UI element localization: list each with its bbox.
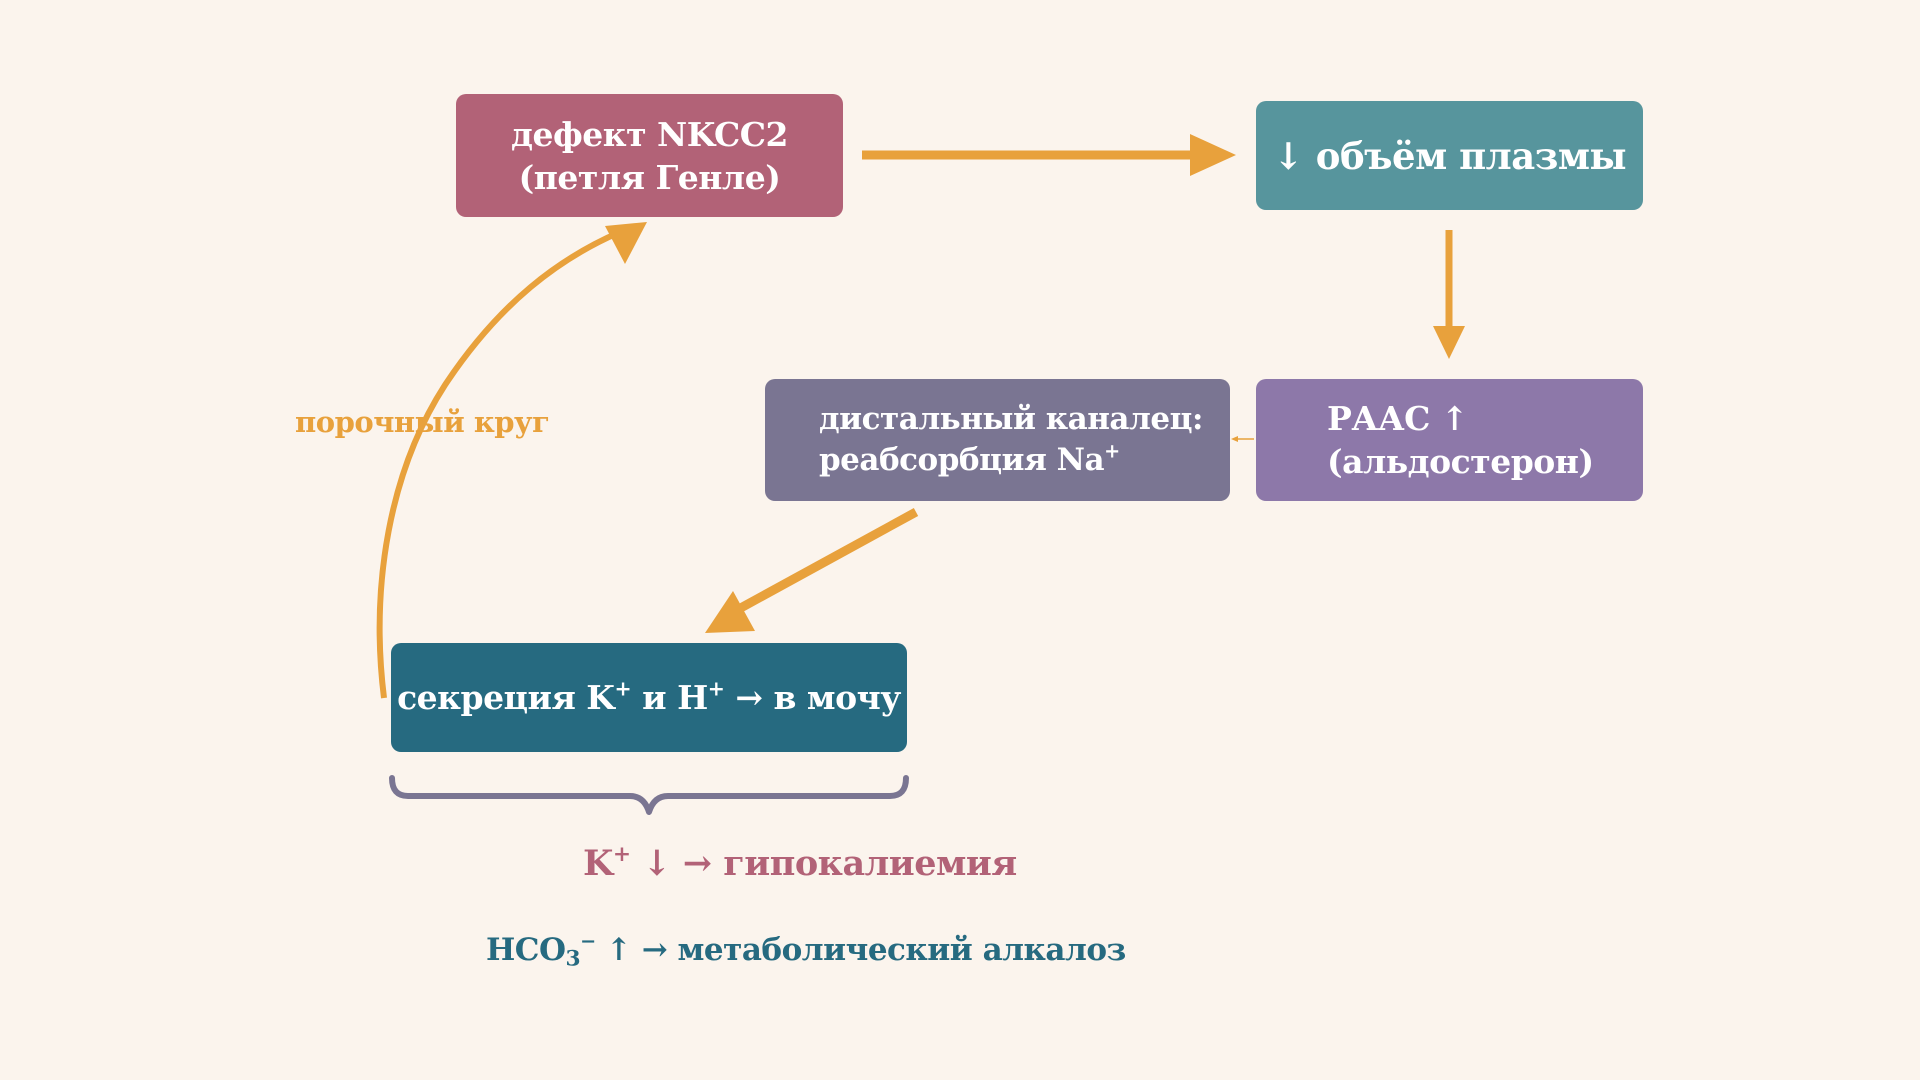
arrowhead-vicious-circle (605, 222, 647, 264)
node-raas: РААС ↑ (альдостерон) (1256, 379, 1643, 501)
arrowhead-plasma (1190, 134, 1236, 176)
alkalosis-ion: HCO (486, 932, 566, 968)
node-secretion-text-b: и H (631, 678, 708, 717)
hypokalemia-text: ↓ → гипокалиемия (630, 843, 1017, 884)
node-distal-line2-sup: + (1104, 439, 1120, 463)
outcome-hypokalemia: K+ ↓ → гипокалиемия (583, 843, 1017, 884)
alkalosis-text: ↑ → метаболический алкалоз (595, 932, 1126, 968)
alkalosis-ion-sup: − (580, 929, 596, 953)
node-nkcc2-line1: дефект NKCC2 (511, 114, 788, 154)
alkalosis-ion-sub: 3 (565, 946, 581, 972)
node-plasma-volume: ↓ объём плазмы (1256, 101, 1643, 210)
arrow-vicious-circle (376, 229, 622, 699)
node-secretion-sup-a: + (614, 676, 632, 701)
node-plasma-text: ↓ объём плазмы (1272, 133, 1627, 178)
node-distal-tubule: дистальный каналец: реабсорбция Na+ (765, 379, 1230, 501)
hypokalemia-ion: K (583, 843, 613, 884)
node-secretion-text-a: секреция K (397, 678, 615, 717)
node-secretion-sup-b: + (707, 676, 725, 701)
outcome-alkalosis: HCO3− ↑ → метаболический алкалоз (486, 929, 1126, 972)
node-distal-line2: реабсорбция Na+ (819, 440, 1120, 481)
hypokalemia-ion-sup: + (612, 841, 631, 867)
node-nkcc2-defect: дефект NKCC2 (петля Генле) (456, 94, 843, 217)
node-nkcc2-line2: (петля Генле) (518, 157, 781, 197)
node-distal-line1: дистальный каналец: (819, 401, 1203, 437)
node-raas-line1: РААС ↑ (1327, 399, 1468, 438)
arrowhead-raas (1433, 326, 1465, 359)
arrow-distal-to-secretion (734, 508, 919, 614)
arrowhead-secretion (705, 591, 755, 633)
node-secretion-text-c: → в мочу (724, 678, 901, 717)
node-secretion-text: секреция K+ и H+ → в мочу (397, 678, 901, 717)
vicious-circle-label: порочный круг (295, 405, 550, 439)
arrowhead-distal (1231, 436, 1238, 442)
node-distal-line2-text: реабсорбция Na (819, 442, 1105, 478)
node-secretion: секреция K+ и H+ → в мочу (391, 643, 907, 752)
node-raas-line2: (альдостерон) (1327, 442, 1594, 481)
brace (389, 775, 909, 815)
